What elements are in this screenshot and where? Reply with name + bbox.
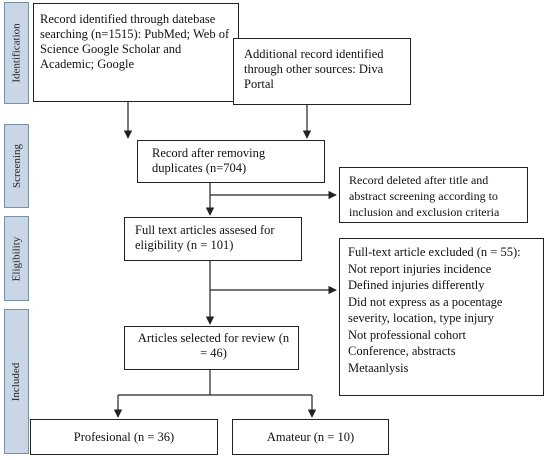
box-deleted-screening: Record deleted after title and abstract …	[339, 167, 528, 223]
box-selected: Articles selected for review (n = 46)	[124, 326, 299, 370]
excluded-reason: Not professional cohort	[348, 327, 467, 342]
excluded-reason: Did not express as a pocentage severity,…	[348, 294, 503, 326]
box-other-sources: Additional record identified through oth…	[233, 38, 411, 105]
box-excluded: Full-text article excluded (n = 55): Not…	[339, 238, 544, 396]
stage-eligibility: Eligibility	[4, 216, 29, 301]
deleted-screening-text: Record deleted after title and abstract …	[349, 173, 500, 219]
excluded-title: Full-text article excluded (n = 55):	[348, 245, 521, 259]
selected-text: Articles selected for review (n = 46)	[137, 331, 290, 360]
database-search-text: Record identified through datebase searc…	[40, 12, 230, 71]
box-database-search: Record identified through datebase searc…	[33, 3, 239, 102]
stage-identification: Identification	[4, 2, 29, 104]
stage-included: Included	[4, 309, 29, 454]
excluded-reason: Not report injuries incidence	[348, 261, 492, 276]
amateur-text: Amateur (n = 10)	[266, 429, 355, 444]
excluded-reason: Conference, abstracts	[348, 344, 456, 358]
excluded-reason: Metaanlysis	[348, 360, 409, 375]
after-duplicates-text: Record after removing duplicates (n=704)	[152, 146, 266, 175]
other-sources-text: Additional record identified through oth…	[244, 47, 384, 91]
box-professional: Profesional (n = 36)	[30, 419, 218, 455]
box-amateur: Amateur (n = 10)	[232, 419, 389, 455]
excluded-reason: Defined injuries differently	[348, 278, 485, 292]
box-full-text: Full text articles assesed for eligibili…	[124, 217, 302, 261]
professional-text: Profesional (n = 36)	[73, 429, 175, 444]
box-after-duplicates: Record after removing duplicates (n=704)	[137, 140, 325, 183]
stage-screening: Screening	[4, 124, 29, 208]
full-text-text: Full text articles assesed for eligibili…	[135, 223, 275, 252]
